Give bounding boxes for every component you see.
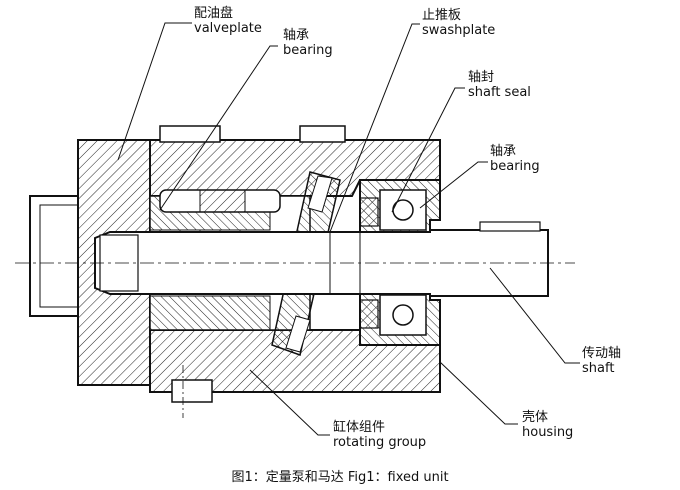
- label-housing-zh: 壳体: [522, 410, 549, 425]
- drive-shaft: [94, 221, 549, 297]
- label-swashplate-zh: 止推板: [422, 8, 462, 23]
- label-swashplate: 止推板 swashplate: [422, 8, 495, 38]
- label-valveplate-en: valveplate: [194, 21, 262, 36]
- leader-shaft: [489, 267, 580, 364]
- label-shaft: 传动轴 shaft: [582, 346, 621, 376]
- label-swashplate-en: swashplate: [422, 23, 496, 38]
- label-bearing-left-en: bearing: [283, 43, 333, 58]
- label-rotating-group: 缸体组件 rotating group: [333, 420, 426, 450]
- leader-bearing-left: [159, 45, 278, 211]
- leader-valveplate: [117, 22, 192, 161]
- label-shaft-seal-en: shaft seal: [468, 85, 531, 100]
- label-bearing-right-zh: 轴承: [490, 144, 517, 159]
- leader-rotating-group: [249, 369, 330, 436]
- label-shaft-seal: 轴封 shaft seal: [468, 70, 531, 100]
- shaft-seal-ring: [359, 197, 379, 329]
- label-bearing-right: 轴承 bearing: [490, 144, 540, 174]
- leader-housing: [439, 361, 518, 425]
- leader-bearing-right: [419, 161, 488, 209]
- label-shaft-en: shaft: [582, 361, 615, 376]
- label-shaft-zh: 传动轴: [582, 346, 622, 361]
- label-bearing-left-zh: 轴承: [283, 28, 310, 43]
- leader-shaft-seal: [391, 87, 465, 213]
- label-rotating-group-zh: 缸体组件: [333, 420, 386, 435]
- label-bearing-left: 轴承 bearing: [283, 28, 333, 58]
- label-bearing-right-en: bearing: [490, 159, 540, 174]
- label-shaft-seal-zh: 轴封: [468, 70, 495, 85]
- label-rotating-group-en: rotating group: [333, 435, 427, 450]
- leader-swashplate: [329, 23, 420, 233]
- figure-caption: 图1：定量泵和马达 Fig1：fixed unit: [231, 470, 449, 485]
- label-housing-en: housing: [522, 425, 574, 440]
- leader-lines: [117, 22, 580, 436]
- label-valveplate-zh: 配油盘: [194, 6, 234, 21]
- front-bearing: [379, 189, 427, 336]
- label-housing: 壳体 housing: [522, 410, 573, 440]
- label-valveplate: 配油盘 valveplate: [194, 6, 262, 36]
